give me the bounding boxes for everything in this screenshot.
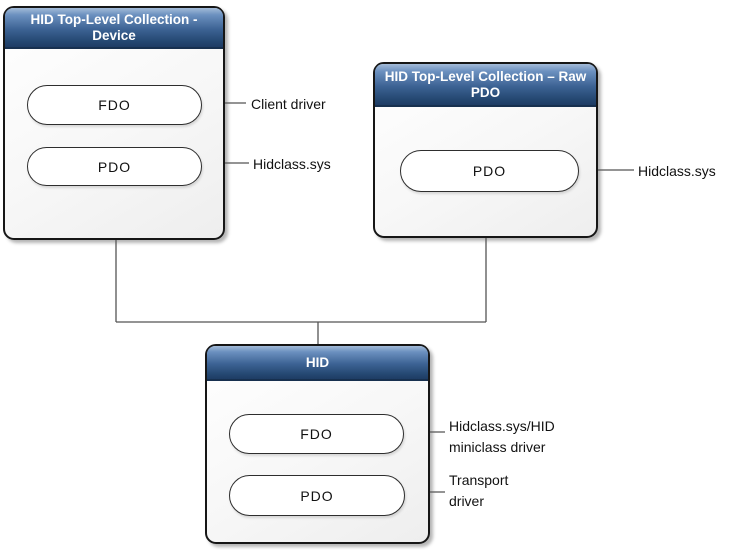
pdo-pill-hid: PDO <box>229 475 405 516</box>
fdo-pill-hid-label: FDO <box>300 426 333 442</box>
pdo-pill-device: PDO <box>27 147 202 186</box>
pdo-pill-raw: PDO <box>400 150 579 192</box>
annotation-hidclass-device: Hidclass.sys <box>253 156 331 172</box>
annotation-hidclass-raw: Hidclass.sys <box>638 163 716 179</box>
node-tlc-raw-pdo-title: HID Top-Level Collection – Raw PDO <box>384 68 587 100</box>
annotation-transport-driver: Transport driver <box>449 472 509 509</box>
fdo-pill-device-label: FDO <box>98 97 131 113</box>
node-tlc-device-header: HID Top-Level Collection - Device <box>5 8 223 49</box>
pdo-pill-raw-label: PDO <box>472 163 507 179</box>
node-hid-header: HID <box>207 346 428 381</box>
fdo-pill-device: FDO <box>27 85 202 125</box>
pdo-pill-hid-label: PDO <box>300 487 334 504</box>
node-tlc-device: HID Top-Level Collection - Device FDO PD… <box>3 6 225 240</box>
node-tlc-device-title: HID Top-Level Collection - Device <box>30 11 198 43</box>
pdo-pill-device-label: PDO <box>97 158 132 175</box>
node-tlc-raw-pdo-header: HID Top-Level Collection – Raw PDO <box>375 64 596 107</box>
annotation-miniclass-driver: Hidclass.sys/HID miniclass driver <box>449 418 555 455</box>
node-hid: HID FDO PDO <box>205 344 430 544</box>
fdo-pill-hid: FDO <box>229 414 404 454</box>
node-hid-title: HID <box>305 354 330 370</box>
node-tlc-raw-pdo: HID Top-Level Collection – Raw PDO PDO <box>373 62 598 238</box>
annotation-client-driver: Client driver <box>251 96 326 112</box>
